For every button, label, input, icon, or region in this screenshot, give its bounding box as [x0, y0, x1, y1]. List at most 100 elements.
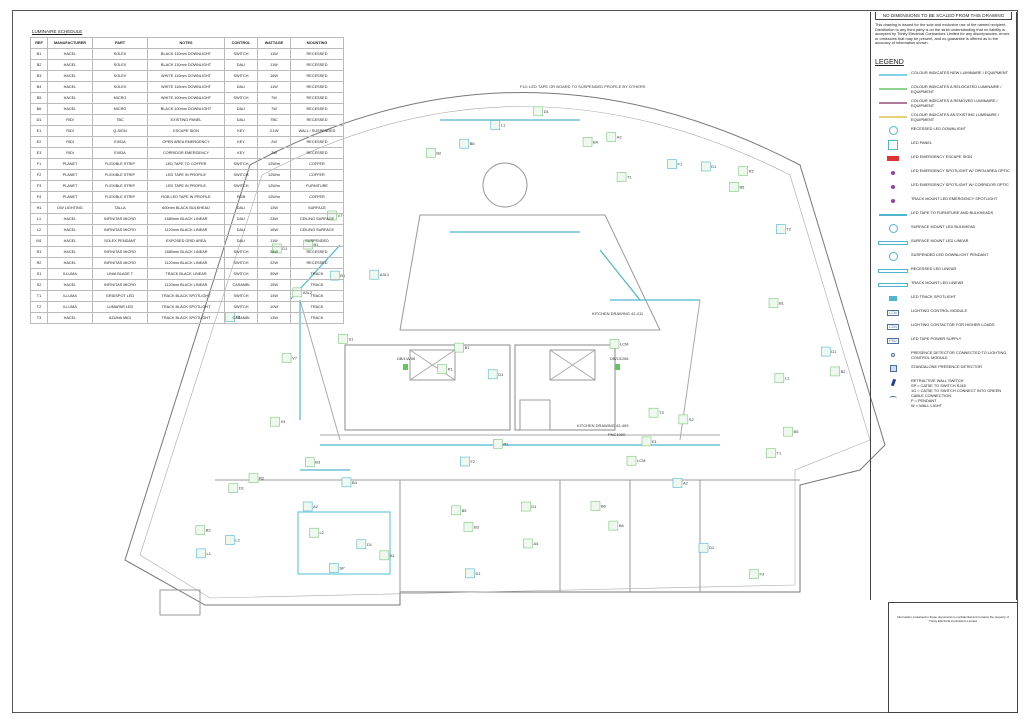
schedule-cell: TRACK BLACK SPOTLIGHT — [147, 301, 225, 313]
legend-item: LED PANEL — [875, 139, 1012, 154]
fixture-tag: D1 — [831, 349, 837, 354]
schedule-cell: PLANET — [47, 169, 93, 181]
schedule-cell: 23W — [257, 213, 291, 225]
schedule-cell: SWITCH — [224, 158, 258, 170]
fixture: D1 — [700, 161, 717, 172]
legend-label: SURFACE MOUNT LED BULKHEAD — [911, 223, 976, 229]
fixture-symbol — [641, 436, 652, 447]
schedule-cell: LED TAPE IN PROFILE — [147, 169, 225, 181]
fixture-symbol — [195, 525, 206, 535]
schedule-cell: DALI — [224, 213, 258, 225]
legend-label: COLOUR INDICATES NEW LUMINAIRE / EQUIPME… — [911, 69, 1008, 75]
schedule-cell: S1 — [30, 268, 48, 280]
schedule-cell: RGB — [224, 191, 258, 203]
schedule-cell: AZUMA MIDI — [92, 312, 148, 324]
schedule-cell: 2W — [257, 147, 291, 159]
legend-label: LED TAPE TO FURNITURE AND BULKHEADS — [911, 209, 994, 215]
legend-bar-icon — [875, 280, 911, 290]
fixture: B6 — [608, 520, 624, 531]
fixture-symbol — [768, 298, 779, 308]
fixture-tag: B5 — [462, 508, 468, 513]
legend-box-label: LCM — [887, 309, 899, 316]
fixture: B5 — [451, 505, 468, 516]
riser — [519, 399, 551, 431]
schedule-cell: F1 — [30, 158, 48, 170]
fixture: F2 — [460, 456, 476, 467]
legend-label: LED EMERGENCY SPOTLIGHT W/ OPEN AREA OPT… — [911, 167, 1010, 173]
schedule-cell: SWITCH — [224, 169, 258, 181]
fixture: S2 — [678, 414, 694, 425]
schedule-cell: 15W — [257, 279, 291, 291]
fixture: B5 — [783, 426, 799, 437]
fixture: T1 — [766, 448, 782, 459]
legend-item: LED TAPE TO FURNITURE AND BULKHEADS — [875, 210, 1012, 224]
schedule-cell: KEY — [224, 147, 258, 159]
schedule-cell: RECESSED — [290, 81, 344, 93]
legend-small-icon — [875, 350, 911, 360]
schedule-cell: SWITCH — [224, 180, 258, 192]
schedule-cell: TALLA — [92, 202, 148, 214]
fixture: L1 — [490, 120, 506, 130]
legend-item: RECESSED LED DOWNLIGHT — [875, 126, 1012, 140]
fixture-symbol — [454, 342, 464, 353]
fixture: D1 — [228, 483, 245, 493]
schedule-cell: B1 — [30, 48, 48, 60]
schedule-cell: HACEL — [47, 103, 93, 115]
schedule-cell: INFINITAS MICRO — [92, 246, 148, 258]
fixture-tag: A4 — [533, 541, 539, 546]
legend-label: TRACK MOUNT LED LINEAR — [911, 279, 964, 285]
fixture: B6 — [459, 138, 475, 149]
legend-line-icon — [875, 98, 911, 108]
schedule-cell: DALI — [224, 202, 258, 214]
legend-item: SURFACE MOUNT LED BULKHEAD — [875, 224, 1012, 238]
room-partitions — [215, 479, 800, 592]
legend-switch-icon — [875, 378, 911, 388]
schedule-cell: LINIA BLADE T — [92, 268, 148, 280]
schedule-cell: RIDI — [47, 125, 93, 137]
legend-box-label: PSU — [887, 337, 899, 344]
fixture-symbol — [521, 501, 531, 512]
fixture-tag: B4 — [352, 480, 358, 485]
column-header: CONTROL — [224, 37, 258, 49]
fixture-tag: F2 — [470, 459, 475, 464]
fixture: T2 — [776, 224, 792, 234]
schedule-cell: EXPOSED GRID AREA — [147, 235, 225, 247]
legend-item: STANDALONE PRESENCE DETECTOR — [875, 364, 1012, 378]
fixture-tag: LCM — [637, 458, 645, 463]
schedule-cell: TRACK — [290, 290, 344, 302]
fixture: A2 — [672, 478, 689, 488]
schedule-cell: INFINITAS MICRO — [92, 224, 148, 236]
fixture-tag: H1 — [281, 419, 287, 424]
schedule-cell: SWITCH — [224, 70, 258, 82]
schedule-cell: L2 — [30, 224, 48, 236]
fixture-symbol — [738, 166, 748, 176]
fixture: B4 — [341, 477, 358, 488]
legend-label: COLOUR INDICATES A RELOCATED LUMINAIRE /… — [911, 83, 1002, 94]
schedule-cell: HACEL — [47, 279, 93, 291]
schedule-cell: WHITE 100mm DOWNLIGHT — [147, 92, 225, 104]
legend-label: STANDALONE PRESENCE DETECTOR — [911, 363, 982, 369]
fixture-symbol — [487, 369, 498, 380]
schedule-cell: SWITCH — [224, 257, 258, 269]
schedule-cell: ILLUMA — [47, 290, 93, 302]
fixture-tag: A2 — [617, 135, 623, 140]
confidentiality-note: Information contained in these documents… — [896, 615, 1010, 623]
legend-item: SURFACE MOUNT LED LINEAR — [875, 238, 1012, 252]
fixture-tag: SP — [339, 566, 345, 571]
fixture-tag: D1 — [709, 545, 715, 550]
schedule-cell: HACEL — [47, 257, 93, 269]
core-right — [514, 344, 616, 431]
schedule-cell: T2 — [30, 301, 48, 313]
schedule-cell: E3 — [30, 147, 48, 159]
schedule-cell: 13W — [257, 312, 291, 324]
schedule-cell: FURNITURE — [290, 180, 344, 192]
schedule-cell: 11W — [257, 59, 291, 71]
